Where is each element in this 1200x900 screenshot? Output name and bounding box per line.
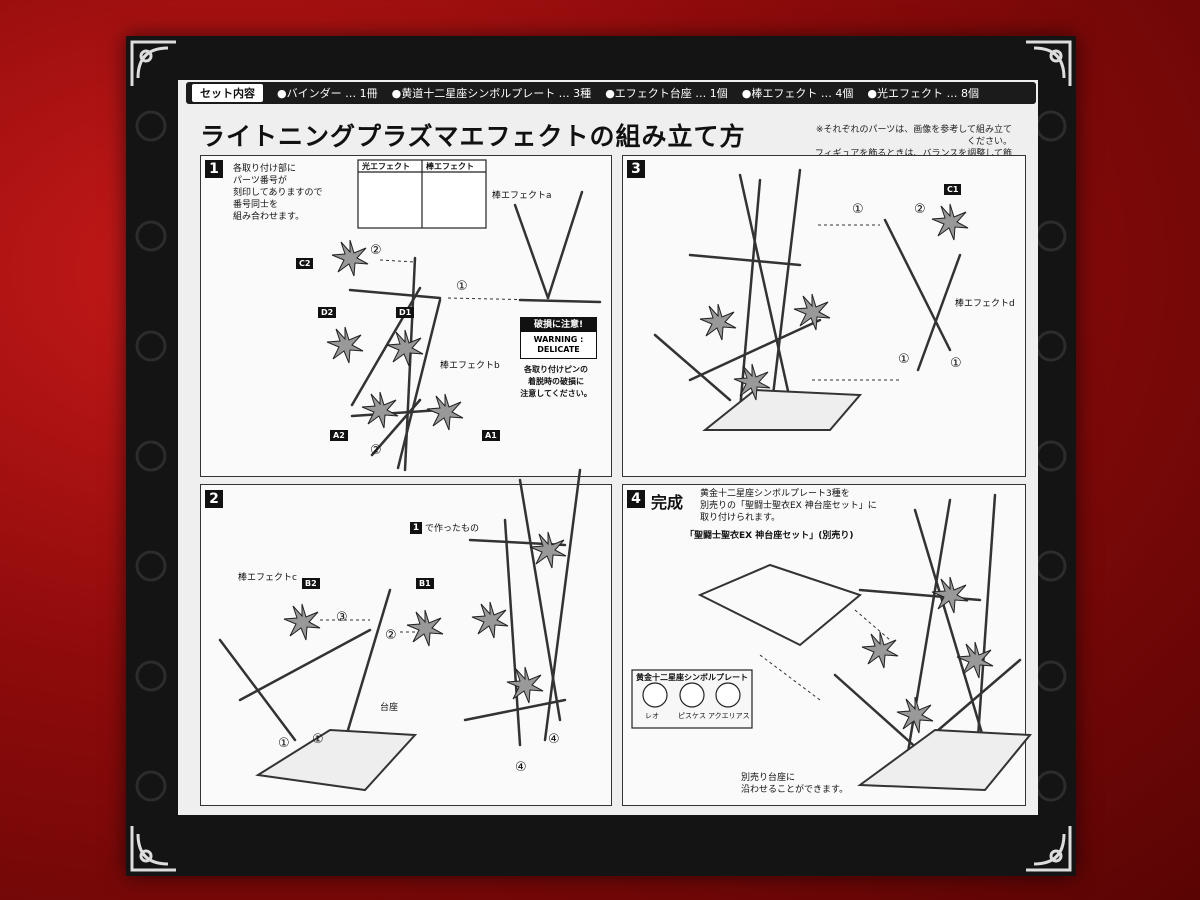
ornament-icon [130,826,176,872]
step-4-bottom-text: 別売り台座に 沿わせることができます。 [741,772,848,796]
step-2-panel [200,484,612,806]
circled-number: ④ [548,732,560,747]
step-3-number: 3 [627,160,645,178]
text-line: 各取り付けピンの [524,365,588,374]
circled-number: ① [312,732,324,747]
step-1-instruction: 各取り付け部に パーツ番号が 刻印してありますので 番号同士を 組み合わせます。 [233,163,322,223]
circled-number: ④ [515,760,527,775]
part-label: B1 [416,578,434,589]
ornament-icon [1026,826,1072,872]
set-item: ●黄道十二星座シンボルプレート … 3種 [391,87,592,100]
step-4-text: 黄金十二星座シンボルプレート3種を 別売りの「聖闘士聖衣EX 神台座セット」に … [700,488,877,524]
rod-b-label: 棒エフェクトb [440,361,500,371]
circled-number: ③ [336,610,348,625]
plate-title: 黄金十二星座シンボルプレート [636,673,748,682]
made-in-step-1: で作ったもの [425,524,480,534]
ref-step-1: 1 [410,522,422,534]
text-line: DELICATE [537,345,580,354]
circled-number: ① [278,736,290,751]
circled-number: ① [898,352,910,367]
step-1-number: 1 [205,160,223,178]
text-line: 組み合わせます。 [233,212,305,222]
text-line: 着脱時の破損に [528,377,584,386]
legend-rod: 棒エフェクト [426,162,474,171]
plate-leo: レオ [645,712,659,720]
text-line: パーツ番号が [233,176,287,186]
circled-number: ② [914,202,926,217]
set-item: ●棒エフェクト … 4個 [741,87,854,100]
plate-pisces: ピスケス [678,712,706,720]
set-contents-label: セット内容 [192,84,263,102]
circled-number: ② [370,243,382,258]
part-label: C2 [296,258,314,269]
set-item: ●バインダー … 1冊 [277,87,378,100]
part-label: C1 [944,184,962,195]
circled-number: ① [950,356,962,371]
text-line: 注意してください。 [520,389,592,398]
text-line: 黄金十二星座シンボルプレート3種を [700,489,850,499]
text-line: 刻印してありますので [233,188,323,198]
step-4-number: 4 [627,490,645,508]
text-line: 取り付けられます。 [700,513,781,523]
ornament-icon [130,40,176,86]
text-line: 別売り台座に [741,773,796,783]
circled-number: ① [852,202,864,217]
circled-number: ② [370,443,382,458]
base-label: 台座 [380,703,399,713]
text-line: 別売りの「聖闘士聖衣EX 神台座セット」に [700,501,877,511]
set-item: ●エフェクト台座 … 1個 [605,87,728,100]
part-label: A1 [482,430,500,441]
set-item: ●光エフェクト … 8個 [867,87,979,100]
part-label: A2 [330,430,348,441]
rod-d-label: 棒エフェクトd [955,299,1015,309]
note-line: ※それぞれのパーツは、画像を参考して組み立てください。 [815,125,1012,147]
text-line: 番号同士を [233,200,279,210]
warning-badge: 破損に注意! WARNING : DELICATE [520,317,597,359]
rod-a-label: 棒エフェクトa [492,191,552,201]
step-2-number: 2 [205,490,223,508]
text-line: 沿わせることができます。 [741,785,849,795]
complete-title: 完成 [651,493,684,512]
text-line: WARNING : [533,335,584,344]
circled-number: ① [456,279,468,294]
part-label: D2 [318,307,337,318]
part-label: B2 [302,578,320,589]
page-title: ライトニングプラズマエフェクトの組み立て方 [200,122,746,151]
circled-number: ② [385,628,397,643]
plate-aquarius: アクエリアス [708,712,750,720]
stand-label: 「聖闘士聖衣EX 神台座セット」(別売り) [685,531,854,541]
rod-c-label: 棒エフェクトc [238,573,297,583]
set-contents-bar: セット内容 ●バインダー … 1冊 ●黄道十二星座シンボルプレート … 3種 ●… [186,82,1036,104]
warning-text: 各取り付けピンの 着脱時の破損に 注意してください。 [516,364,596,400]
warning-body: WARNING : DELICATE [521,332,596,358]
part-label: D1 [396,307,415,318]
ornament-icon [1026,40,1072,86]
warning-head: 破損に注意! [521,318,596,332]
legend-light: 光エフェクト [362,162,410,171]
text-line: 各取り付け部に [233,164,297,174]
